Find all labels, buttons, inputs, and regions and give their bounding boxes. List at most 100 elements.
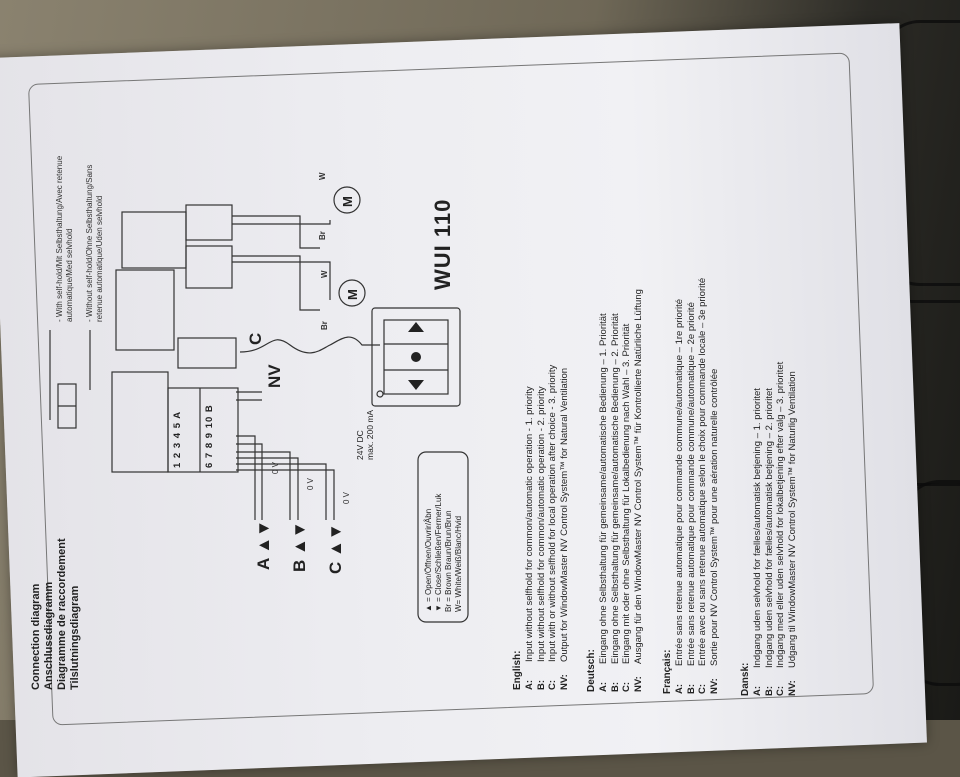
item-text: Eingang ohne Selbsthaltung für gemeinsam… — [598, 313, 609, 664]
label-0v: 0 V — [271, 461, 280, 474]
wire-c — [236, 463, 335, 520]
item-key: NV: — [632, 676, 644, 692]
item-key: B: — [685, 683, 697, 694]
motor-label: M — [345, 289, 360, 300]
item-text: Input with or without selfhold for local… — [547, 364, 558, 662]
section-title: English: — [512, 650, 523, 690]
label-nv: NV — [265, 364, 284, 388]
terminal-row-top: 1 2 3 4 5 A — [172, 410, 183, 468]
item-text: Entrée avec ou sans retenue automatique … — [697, 277, 708, 666]
module-box — [111, 371, 169, 473]
item-text: Indgang uden selvhold for fælles/automat… — [763, 388, 775, 668]
list-item: C: Indgang med eller uden selvhold for lo… — [775, 362, 787, 696]
legend-item: Br = Brown Braun/Brun/Brun — [444, 510, 453, 612]
label-0v: 0 V — [306, 477, 315, 490]
wire-c-cable — [239, 336, 380, 354]
item-text: Input without selfhold for common/automa… — [524, 386, 535, 662]
relay-box — [115, 269, 175, 351]
item-key: NV: — [708, 678, 720, 694]
power-current: max. 200 mA — [365, 409, 375, 460]
list-item: C: Input with or without selfhold for loc… — [547, 365, 559, 690]
legend-item: ▲ = Open/Öffnen/Ouvrir/Åbn — [424, 508, 433, 612]
item-text: Input without selfhold for common/automa… — [535, 386, 547, 662]
section-francais: Français: A: Entrée sans retenue automati… — [656, 278, 720, 694]
model-name: WUI 110 — [430, 198, 455, 290]
list-item: A: Input without selfhold for common/auto… — [524, 365, 536, 690]
list-item: C: Entrée avec ou sans retenue automatiqu… — [697, 278, 709, 694]
input-a-label: A ▲▼ — [254, 519, 273, 570]
list-item: B: Eingang ohne Selbsthaltung für gemeins… — [610, 289, 622, 692]
item-key: C: — [697, 683, 708, 694]
legend-item: W= White/Weiß/Blanc/Hvid — [454, 515, 463, 612]
motor-symbol — [338, 279, 366, 307]
terminal-block — [167, 387, 239, 473]
item-key: A: — [524, 679, 535, 690]
input-letter: A — [254, 558, 273, 570]
legend-item: ▼ = Close/Schließen/Fermer/Luk — [434, 493, 443, 612]
item-key: C: — [547, 679, 558, 690]
power-spec: 24V DC max. 200 mA — [355, 410, 375, 460]
item-key: A: — [752, 685, 763, 696]
item-text: Indgang uden selvhold for fælles/automat… — [752, 388, 763, 668]
open-arrow-icon — [408, 322, 424, 332]
wire-nv — [236, 391, 262, 401]
wall-switch-frame — [371, 307, 461, 407]
list-item: B: Input without selfhold for common/auto… — [536, 365, 548, 690]
list-item: A: Indgang uden selvhold for fælles/autom… — [752, 362, 764, 696]
power-voltage: 24V DC — [355, 430, 365, 460]
label-c: C — [246, 332, 265, 345]
motor-label: M — [340, 196, 355, 207]
item-key: C: — [621, 681, 632, 692]
relay-terminals — [185, 204, 233, 241]
motor-symbol — [333, 186, 361, 214]
item-text: Entrée sans retenue automatique pour com… — [685, 302, 697, 666]
item-text: Eingang mit oder ohne Selbsthaltung für … — [621, 323, 632, 664]
section-title: Français: — [662, 649, 673, 694]
section-deutsch: Deutsch: A: Eingang ohne Selbsthaltung fü… — [580, 289, 644, 692]
wire-b — [236, 451, 299, 520]
list-item: B: Indgang uden selvhold for fælles/autom… — [764, 362, 776, 696]
section-title: Dansk: — [740, 662, 751, 696]
list-item: B: Entrée sans retenue automatique pour c… — [686, 278, 698, 694]
motor-wires-2 — [232, 215, 331, 249]
legend-box — [417, 451, 469, 623]
list-item: C: Eingang mit oder ohne Selbsthaltung fü… — [621, 289, 633, 692]
item-text: Indgang med eller uden selvhold for loka… — [775, 361, 786, 668]
wiring-diagram — [49, 186, 469, 623]
item-text: Sortie pour NV Control System™ pour une … — [708, 368, 720, 666]
close-arrow-icon — [408, 380, 424, 390]
list-item: NV: Sortie pour NV Control System™ pour u… — [709, 278, 721, 694]
item-text: Ausgang für den WindowMaster NV Control … — [632, 289, 644, 664]
item-key: A: — [598, 681, 609, 692]
input-letter: C — [326, 561, 345, 574]
item-key: B: — [535, 679, 547, 690]
input-b-label: B ▲▼ — [290, 521, 309, 572]
label-w: W — [320, 270, 329, 278]
list-item: NV: Output for WindowMaster NV Control Sy… — [559, 365, 571, 690]
wall-switch-plate — [383, 319, 449, 395]
item-key: B: — [609, 681, 621, 692]
module-box — [177, 337, 237, 369]
list-item: A: Eingang ohne Selbsthaltung für gemeins… — [598, 289, 610, 692]
relay-box — [121, 211, 187, 269]
list-item: NV: Ausgang für den WindowMaster NV Contr… — [633, 289, 645, 692]
label-br: Br — [320, 321, 329, 330]
item-key: B: — [763, 685, 775, 696]
item-text: Udgang til WindowMaster NV Control Syste… — [786, 371, 798, 668]
motor-wires-1 — [232, 255, 331, 311]
item-key: NV: — [786, 680, 798, 696]
item-key: A: — [674, 683, 685, 694]
section-dansk: Dansk: A: Indgang uden selvhold for fælle… — [734, 362, 798, 696]
item-text: Output for WindowMaster NV Control Syste… — [558, 367, 570, 662]
item-key: NV: — [558, 674, 570, 690]
section-title: Deutsch: — [586, 649, 597, 692]
item-key: C: — [775, 685, 786, 696]
wall-switch-led — [376, 390, 384, 398]
label-br: Br — [318, 231, 327, 240]
terminal-row-bottom: 6 7 8 9 10 B — [204, 404, 215, 468]
item-text: Eingang ohne Selbsthaltung für gemeinsam… — [609, 313, 621, 664]
label-w: W — [318, 172, 327, 180]
item-text: Entrée sans retenue automatique pour com… — [674, 298, 685, 666]
label-0v: 0 V — [342, 491, 351, 504]
wire-a — [236, 435, 263, 520]
